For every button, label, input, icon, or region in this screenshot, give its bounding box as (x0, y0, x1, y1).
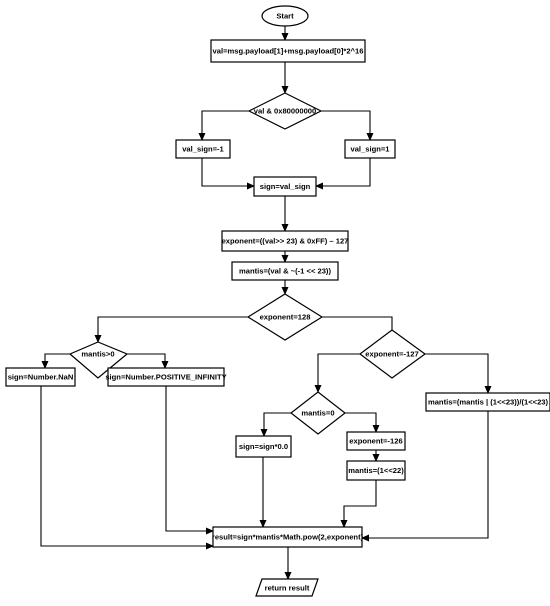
edge-exp-m127-right (425, 353, 492, 394)
edge-neg-to-sign (201, 158, 255, 190)
sign-zero-box (235, 435, 292, 458)
exponent-calc-box (221, 230, 349, 252)
node-mantis-norm: mantis=(mantis | (1<<23))/(1<<23) (425, 392, 550, 412)
check-mantis-eq0-label: mantis=0 (301, 409, 334, 418)
sign-assign-box (253, 176, 317, 197)
start-label: Start (276, 12, 294, 21)
check-exp-128-diamond (246, 293, 324, 341)
edge-check-sign-right (321, 110, 374, 141)
edge-pos-to-sign (315, 158, 371, 190)
check-sign-label: val & 0x80000000 (254, 107, 317, 116)
mantis-div-box (346, 460, 406, 481)
node-sign-zero: sign=sign*0.0 (235, 435, 292, 458)
node-check-exp-m127: exponent=-127 (359, 329, 427, 379)
sign-nan-label: sign=Number.NaN (8, 373, 74, 382)
edge-mantis-gt0-right (127, 353, 169, 369)
edge-check128-left (94, 316, 248, 343)
check-mantis-eq0-diamond (290, 391, 346, 435)
edge-inf-to-result (165, 377, 214, 535)
check-exp-128-label: exponent=128 (260, 313, 311, 322)
node-mantis-div: mantis=(1<<22) (346, 460, 406, 481)
val-sign-pos-label: val_sign=1 (350, 145, 390, 154)
mantis-div-label: mantis=(1<<22) (348, 466, 404, 475)
node-val-sign-pos: val_sign=1 (344, 139, 396, 159)
node-val-sign-neg: val_sign=-1 (175, 139, 231, 159)
calc-val-label: val=msg.payload[1]+msg.payload[0]*2^16 (213, 47, 364, 56)
mantis-calc-label: mantis=(val & ~(-1 << 23)) (239, 267, 331, 276)
check-mantis-gt0-diamond (68, 341, 129, 379)
sign-inf-box (107, 367, 225, 387)
sign-zero-label: sign=sign*0.0 (239, 442, 288, 451)
edge-nan-to-result (40, 377, 214, 550)
sign-nan-box (5, 367, 76, 387)
start-terminator (261, 5, 309, 27)
node-check-sign: val & 0x80000000 (247, 92, 323, 130)
result-box (212, 526, 363, 548)
node-check-mantis-eq0: mantis=0 (290, 391, 346, 435)
edge-mantis-gt0-left (41, 353, 70, 369)
return-parallelogram (255, 578, 319, 597)
check-exp-m127-label: exponent=-127 (365, 350, 418, 359)
connectors (40, 26, 492, 580)
edge-mantis-eq0-left (260, 412, 291, 437)
edge-exp-m127-left (314, 353, 360, 393)
node-start: Start (261, 5, 309, 27)
node-mantis-calc: mantis=(val & ~(-1 << 23)) (231, 261, 339, 281)
node-check-exp-128: exponent=128 (246, 293, 324, 341)
edge-check128-right (322, 316, 396, 341)
node-exponent-calc: exponent=((val>> 23) & 0xFF) – 127 (221, 230, 349, 252)
check-mantis-gt0-label: mantis>0 (81, 350, 114, 359)
edge-mantisdiv-to-result (340, 480, 377, 528)
mantis-calc-box (231, 261, 339, 281)
node-return: return result (255, 578, 319, 597)
return-label: return result (265, 584, 310, 593)
node-result: result=sign*mantis*Math.pow(2,exponent) (212, 526, 364, 548)
edge-mantis-eq0-right (345, 412, 380, 433)
val-sign-neg-box (175, 139, 231, 159)
mantis-norm-label: mantis=(mantis | (1<<23))/(1<<23) (428, 398, 549, 407)
exp-m126-label: exponent=-126 (349, 437, 402, 446)
exponent-calc-label: exponent=((val>> 23) & 0xFF) – 127 (222, 237, 349, 246)
check-exp-m127-diamond (359, 329, 427, 379)
exp-m126-box (346, 431, 406, 451)
calc-val-box (210, 39, 366, 63)
val-sign-pos-box (344, 139, 396, 159)
check-sign-diamond (247, 92, 323, 130)
node-sign-nan: sign=Number.NaN (5, 367, 76, 387)
result-label: result=sign*mantis*Math.pow(2,exponent) (212, 533, 364, 542)
sign-inf-label: sign=Number.POSITIVE_INFINITY (105, 373, 226, 382)
sign-assign-label: sign=val_sign (260, 182, 311, 191)
node-calc-val: val=msg.payload[1]+msg.payload[0]*2^16 (210, 39, 366, 63)
val-sign-neg-label: val_sign=-1 (182, 145, 224, 154)
mantis-norm-box (425, 392, 550, 412)
edge-mantisnorm-to-result (361, 411, 489, 542)
node-sign-inf: sign=Number.POSITIVE_INFINITY (105, 367, 227, 387)
node-check-mantis-gt0: mantis>0 (68, 341, 129, 379)
edge-check-sign-left (198, 110, 249, 141)
node-exp-m126: exponent=-126 (346, 431, 406, 451)
node-sign-assign: sign=val_sign (253, 176, 317, 197)
